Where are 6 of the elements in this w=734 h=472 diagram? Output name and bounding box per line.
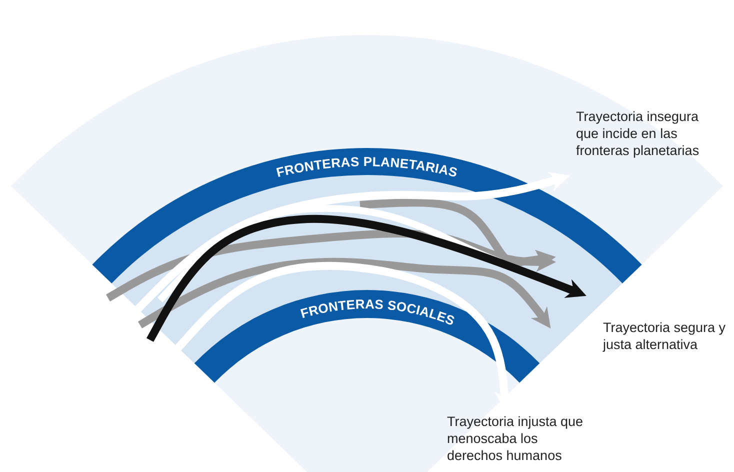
boundary-band: [194, 290, 540, 383]
trajectory-label: Trayectoria insegura que incide en las fronteras planetarias: [576, 108, 721, 159]
trajectory-arrow: [146, 214, 586, 342]
band-label: FRONTERAS PLANETARIAS: [274, 154, 460, 180]
trajectory-label: Trayectoria injusta que menoscaba los derechos humanos: [447, 413, 597, 464]
trajectory-label: Trayectoria segura y justa alternativa: [603, 319, 731, 353]
